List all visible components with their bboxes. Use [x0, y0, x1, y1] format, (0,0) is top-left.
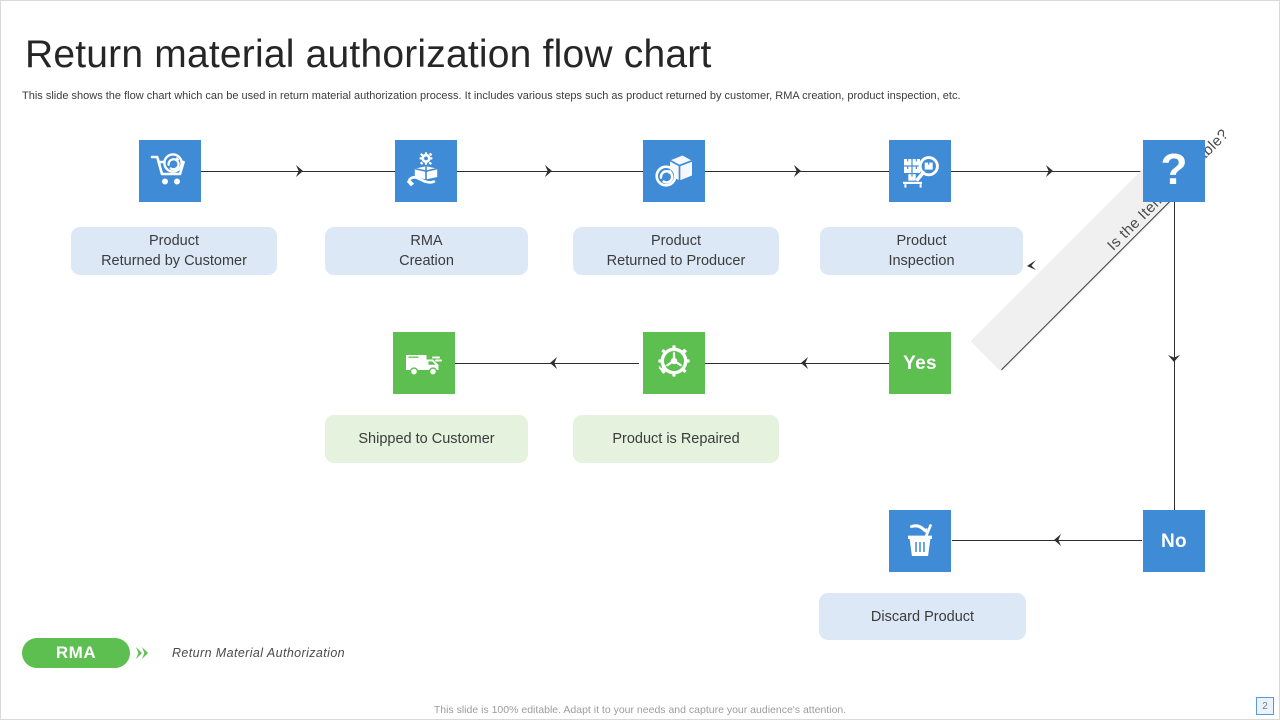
- connector-step3-step4: [701, 171, 923, 172]
- boxes-magnifier-icon: [903, 156, 939, 188]
- box-return-arrow-icon: [655, 155, 693, 187]
- connector-decision-no: [1174, 202, 1175, 510]
- double-chevron-icon: [133, 645, 153, 661]
- branch-label-yes: Yes: [903, 352, 937, 374]
- caption-line-1: Product: [651, 233, 701, 249]
- connector-step2-step3: [451, 171, 673, 172]
- connector-no-discard: [952, 540, 1142, 541]
- arrow-left-icon: [545, 355, 561, 371]
- connector-yes-repaired: [705, 363, 889, 364]
- caption-product-returned-to-producer: Product Returned to Producer: [573, 227, 779, 275]
- delivery-truck-icon: [406, 355, 442, 376]
- footer-note: This slide is 100% editable. Adapt it to…: [433, 704, 847, 716]
- caption-rma-creation: RMA Creation: [325, 227, 528, 275]
- arrow-right-icon: [541, 163, 557, 179]
- page-number-badge: 2: [1256, 697, 1274, 715]
- gear-repair-icon: [658, 345, 690, 377]
- caption-line-2: Creation: [399, 253, 454, 269]
- arrow-right-icon: [790, 163, 806, 179]
- connector-repaired-shipped: [455, 363, 639, 364]
- step-icon-product-returned-to-producer[interactable]: [643, 140, 705, 202]
- caption-product-is-repaired: Product is Repaired: [573, 415, 779, 463]
- caption-line-1: RMA: [410, 233, 443, 249]
- caption-line-2: Returned by Customer: [101, 253, 247, 269]
- arrow-down-icon: [1166, 351, 1182, 367]
- connector-step4-decision: [949, 171, 1169, 172]
- trash-discard-icon: [908, 524, 932, 556]
- step-icon-rma-creation[interactable]: [395, 140, 457, 202]
- hand-box-gear-icon: [406, 152, 438, 187]
- caption-line-1: Product: [896, 233, 947, 249]
- caption-discard-product: Discard Product: [819, 593, 1026, 640]
- caption-line-2: Returned to Producer: [606, 253, 746, 269]
- step-icon-product-is-repaired[interactable]: [643, 332, 705, 394]
- step-icon-shipped-to-customer[interactable]: [393, 332, 455, 394]
- caption-product-returned-by-customer: Product Returned by Customer: [71, 227, 277, 275]
- step-icon-product-returned-by-customer[interactable]: [139, 140, 201, 202]
- legend-expansion: Return Material Authorization: [172, 646, 346, 660]
- caption-product-inspection: Product Inspection: [820, 227, 1023, 275]
- branch-label-no: No: [1161, 530, 1187, 552]
- step-icon-discard-product[interactable]: [889, 510, 951, 572]
- arrow-left-icon: [796, 355, 812, 371]
- shopping-cart-return-icon: [150, 153, 185, 185]
- caption-line-2: Inspection: [888, 253, 955, 269]
- question-mark-icon: ?: [1160, 145, 1188, 194]
- caption-shipped-to-customer: Shipped to Customer: [325, 415, 528, 463]
- arrow-right-icon: [1042, 163, 1058, 179]
- decision-node[interactable]: ?: [1143, 140, 1205, 202]
- arrow-down-left-icon: [1023, 257, 1041, 275]
- branch-node-no[interactable]: No: [1143, 510, 1205, 572]
- caption-line-1: Product: [149, 233, 199, 249]
- page-title: Return material authorization flow chart: [25, 33, 712, 76]
- connector-step1-step2: [201, 171, 423, 172]
- legend: RMA Return Material Authorization: [22, 638, 345, 668]
- arrow-right-icon: [292, 163, 308, 179]
- arrow-left-icon: [1049, 532, 1065, 548]
- branch-node-yes[interactable]: Yes: [889, 332, 951, 394]
- legend-abbr-pill: RMA: [22, 638, 130, 668]
- page-subtitle: This slide shows the flow chart which ca…: [22, 90, 961, 102]
- step-icon-product-inspection[interactable]: [889, 140, 951, 202]
